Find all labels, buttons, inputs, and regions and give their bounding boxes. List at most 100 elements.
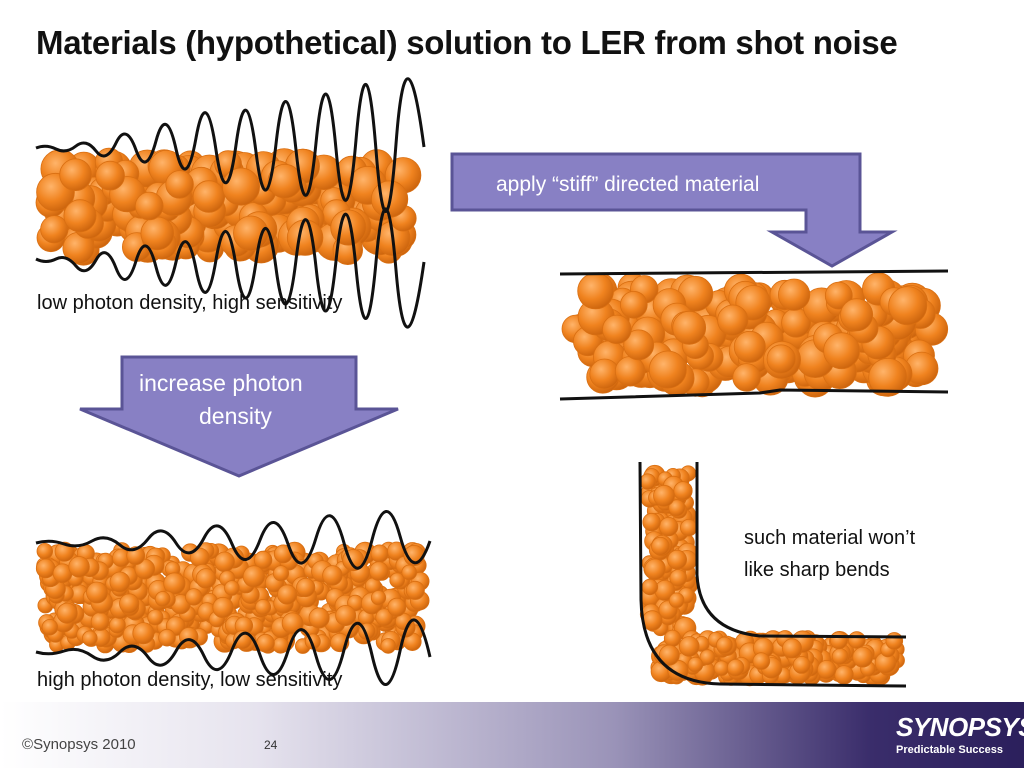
low-density-bottom-edge bbox=[35, 207, 426, 329]
particle bbox=[816, 659, 837, 680]
particle bbox=[165, 170, 194, 199]
particle bbox=[119, 593, 140, 614]
particle bbox=[68, 556, 90, 578]
particle bbox=[281, 612, 304, 634]
particle bbox=[792, 656, 811, 674]
copyright: ©Synopsys 2010 bbox=[22, 736, 136, 753]
apply-stiff-arrow bbox=[450, 152, 898, 268]
low-density-caption: low photon density, high sensitivity bbox=[37, 292, 343, 314]
particle bbox=[109, 616, 126, 634]
low-density-top-edge bbox=[35, 77, 426, 213]
high-density-top-edge bbox=[35, 510, 432, 570]
particle bbox=[192, 180, 226, 213]
particle bbox=[639, 473, 657, 490]
slide-title: Materials (hypothetical) solution to LER… bbox=[36, 24, 898, 61]
particle bbox=[214, 551, 235, 573]
particle bbox=[577, 272, 614, 310]
particle bbox=[224, 580, 240, 596]
particle bbox=[195, 568, 217, 589]
particle bbox=[673, 481, 693, 501]
apply-stiff-label: apply “stiff” directed material bbox=[496, 173, 760, 196]
particle bbox=[732, 363, 761, 392]
particle bbox=[824, 281, 853, 310]
particle bbox=[668, 592, 685, 609]
particle bbox=[134, 191, 164, 221]
particle bbox=[782, 638, 803, 659]
particle bbox=[40, 215, 69, 244]
particle bbox=[699, 649, 716, 666]
particle bbox=[713, 660, 730, 676]
particle bbox=[132, 622, 155, 645]
particle bbox=[147, 609, 164, 626]
particle bbox=[370, 544, 389, 563]
particle bbox=[663, 629, 682, 647]
particle bbox=[253, 550, 273, 570]
particle bbox=[389, 572, 406, 588]
particle bbox=[888, 286, 928, 326]
copyright-symbol: © bbox=[22, 736, 34, 753]
high-density-bottom-edge bbox=[35, 618, 432, 686]
particle bbox=[716, 636, 733, 654]
particle bbox=[387, 597, 407, 617]
particle bbox=[726, 659, 745, 677]
particle bbox=[672, 310, 707, 345]
particle bbox=[134, 558, 156, 580]
particle bbox=[154, 591, 171, 607]
increase-density-label-line2: density bbox=[199, 403, 272, 429]
particle bbox=[242, 565, 265, 588]
particle bbox=[109, 571, 131, 593]
particle bbox=[589, 358, 620, 390]
particle bbox=[840, 298, 874, 332]
bends-caption-line2: like sharp bends bbox=[744, 559, 890, 581]
particle bbox=[322, 565, 343, 586]
particle bbox=[185, 588, 203, 606]
particle bbox=[158, 628, 176, 647]
particle bbox=[95, 160, 125, 191]
bend-line bbox=[638, 461, 907, 688]
particle bbox=[59, 158, 92, 192]
particle bbox=[35, 558, 56, 579]
particle bbox=[54, 541, 75, 562]
particle bbox=[370, 590, 387, 606]
particle bbox=[658, 644, 680, 666]
particle bbox=[614, 356, 646, 387]
particle bbox=[653, 484, 675, 507]
particle bbox=[687, 656, 704, 673]
particle bbox=[602, 314, 632, 345]
particle bbox=[296, 577, 316, 598]
bends-caption-line1: such material won’t bbox=[744, 527, 916, 549]
brand-text: SYNOPSYS bbox=[896, 712, 1024, 742]
particle bbox=[641, 578, 659, 596]
particle bbox=[405, 580, 425, 600]
particle bbox=[623, 329, 655, 361]
particle bbox=[82, 630, 98, 647]
synopsys-logo: SYNOPSYS® bbox=[896, 712, 1024, 743]
particle bbox=[667, 549, 687, 570]
particle bbox=[401, 564, 418, 581]
particle bbox=[221, 167, 260, 206]
stiff-bottom-edge bbox=[559, 388, 949, 401]
particle bbox=[680, 519, 698, 537]
particle bbox=[41, 619, 59, 636]
particle bbox=[375, 608, 394, 627]
particle bbox=[831, 648, 849, 665]
particle bbox=[277, 584, 298, 605]
particle bbox=[847, 631, 866, 649]
particle bbox=[163, 572, 186, 595]
particle bbox=[369, 561, 389, 581]
footer-bar bbox=[0, 702, 1024, 768]
particle bbox=[272, 565, 290, 582]
particle bbox=[335, 605, 357, 627]
particle bbox=[380, 638, 397, 654]
particle bbox=[777, 278, 811, 311]
particle bbox=[56, 602, 78, 624]
increase-density-arrow bbox=[79, 355, 399, 478]
particle bbox=[267, 163, 303, 199]
particle bbox=[286, 219, 324, 256]
particle bbox=[834, 665, 854, 685]
particle bbox=[885, 632, 904, 650]
page-number: 24 bbox=[264, 738, 278, 752]
stiff-top-edge bbox=[559, 269, 949, 276]
particle bbox=[254, 599, 272, 616]
